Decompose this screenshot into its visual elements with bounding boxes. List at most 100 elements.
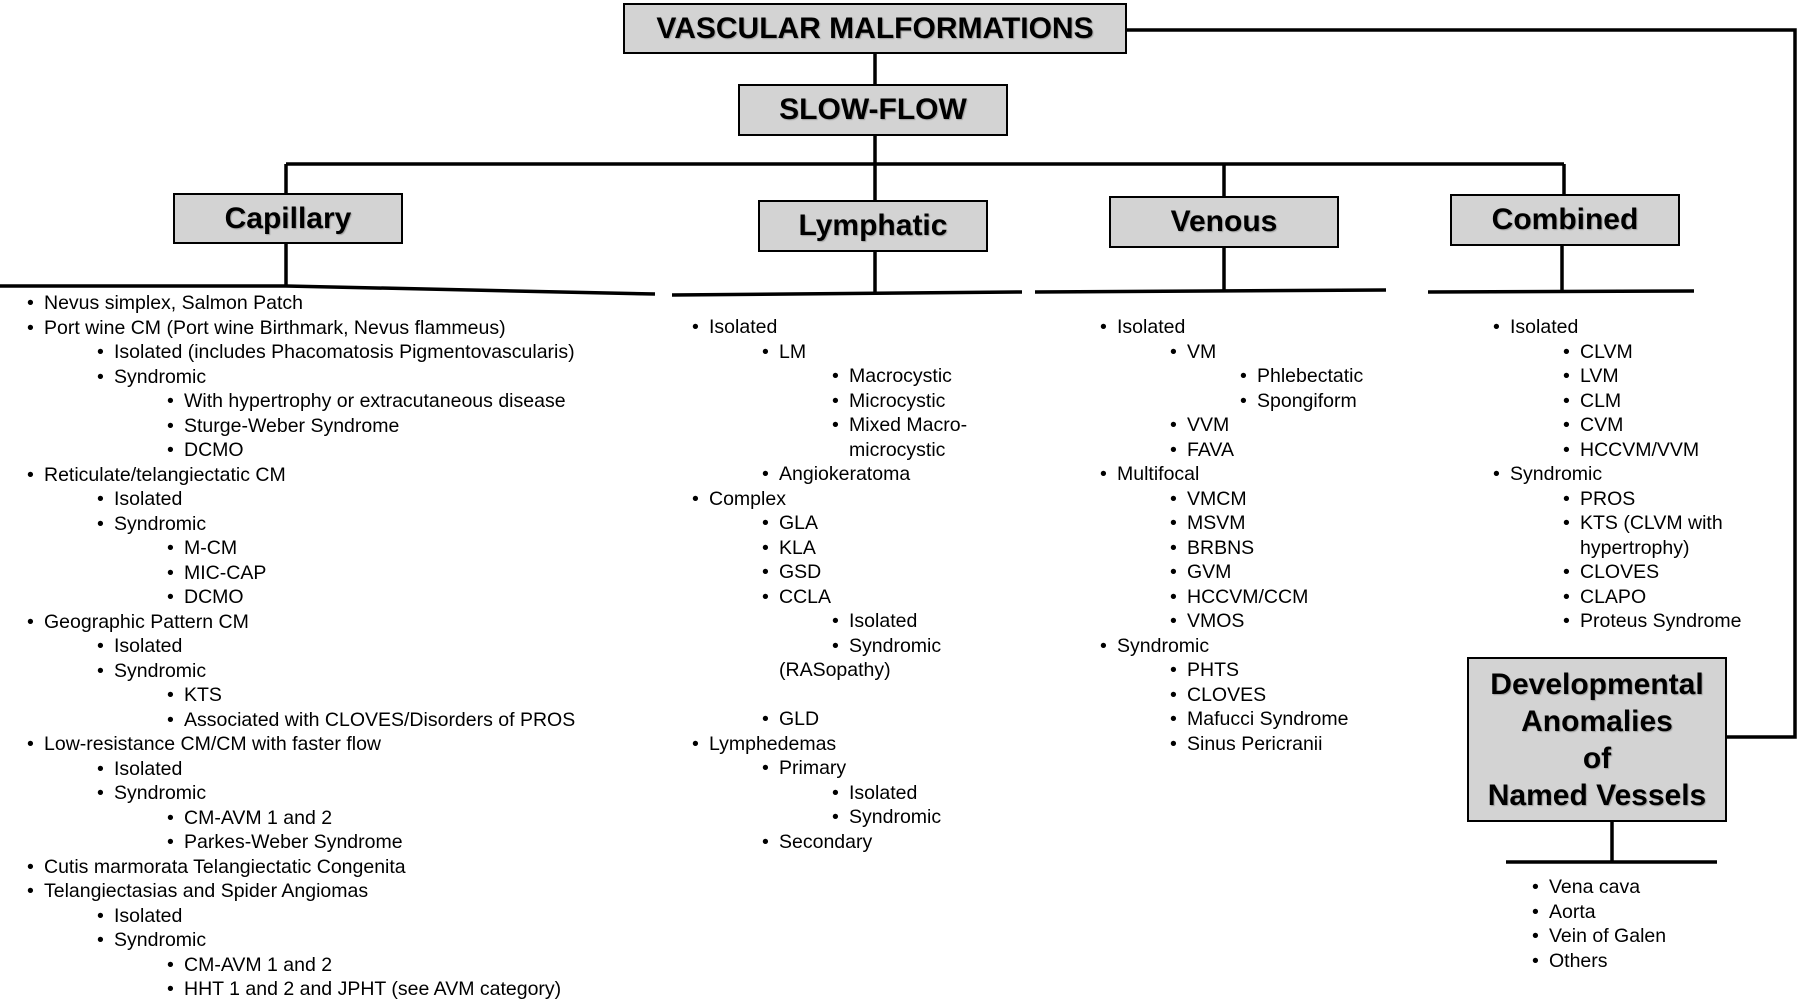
lymphatic-list-item: Isolated (709, 609, 967, 634)
lymphatic-list-item: GLA (709, 511, 967, 536)
capillary-list-item: Isolated (includes Phacomatosis Pigmento… (44, 340, 575, 365)
capillary-list-item: Syndromic (44, 365, 575, 390)
capillary-list-item: Syndromic (44, 928, 575, 953)
lymphatic-list-item: Isolated (692, 315, 967, 340)
venous-list-item: FAVA (1117, 438, 1363, 463)
lymphatic-list: IsolatedLMMacrocysticMicrocysticMixed Ma… (692, 315, 967, 855)
venous-list-item: MSVM (1117, 511, 1363, 536)
lymphatic-list-item: Lymphedemas (692, 732, 967, 757)
capillary-list-item: Port wine CM (Port wine Birthmark, Nevus… (27, 316, 575, 341)
venous-list: IsolatedVMPhlebectaticSpongiformVVMFAVAM… (1100, 315, 1363, 757)
capillary-list-item: DCMO (44, 585, 575, 610)
title-box: VASCULAR MALFORMATIONS (623, 3, 1127, 54)
lymphatic-box: Lymphatic (758, 200, 988, 252)
venous-list-item: Sinus Pericranii (1117, 732, 1363, 757)
capillary-list-item: Sturge-Weber Syndrome (44, 414, 575, 439)
venous-list-item: Multifocal (1100, 462, 1363, 487)
capillary-label: Capillary (224, 201, 352, 235)
lymphatic-list-item: Angiokeratoma (709, 462, 967, 487)
lymphatic-list-item (709, 683, 967, 708)
named-vessels-list-item: Aorta (1532, 900, 1666, 925)
lymphatic-list-item: Isolated (709, 781, 967, 806)
capillary-list-item: Low-resistance CM/CM with faster flow (27, 732, 575, 757)
lymphatic-list-item: GLD (709, 707, 967, 732)
lymphatic-label: Lymphatic (798, 209, 948, 242)
combined-list-item: CLAPO (1510, 585, 1742, 610)
lymphatic-list-item: Primary (709, 756, 967, 781)
bar-venous (1034, 288, 1387, 294)
lymphatic-list-item: Syndromic (709, 634, 967, 659)
venous-list-item: VVM (1117, 413, 1363, 438)
capillary-list-item: With hypertrophy or extracutaneous disea… (44, 389, 575, 414)
venous-label: Venous (1170, 205, 1278, 238)
named-vessels-list: Vena cavaAortaVein of GalenOthers (1532, 875, 1666, 974)
venous-list-item: VMOS (1117, 609, 1363, 634)
combined-list-item: CLOVES (1510, 560, 1742, 585)
combined-box: Combined (1450, 194, 1680, 246)
slow-flow-box: SLOW-FLOW (738, 84, 1008, 136)
dev-line-4: Named Vessels (1487, 778, 1707, 812)
lymphatic-list-item: CCLA (709, 585, 967, 610)
lymphatic-list-item: (RASopathy) (779, 659, 891, 681)
lymphatic-list-item: Complex (692, 487, 967, 512)
combined-list-item: Syndromic (1493, 462, 1742, 487)
capillary-list-item: MIC-CAP (44, 561, 575, 586)
venous-box: Venous (1109, 196, 1339, 248)
named-vessels-list-item: Vena cava (1532, 875, 1666, 900)
dev-line-1: Developmental (1490, 667, 1704, 701)
capillary-list-item: Telangiectasias and Spider Angiomas (27, 879, 575, 904)
combined-list-item: LVM (1510, 364, 1742, 389)
combined-list-item: Proteus Syndrome (1510, 609, 1742, 634)
combined-list-item: HCCVM/VVM (1510, 438, 1742, 463)
dev-line-2: Anomalies (1521, 704, 1673, 738)
capillary-list-item: Isolated (44, 487, 575, 512)
combined-list-item: CLM (1510, 389, 1742, 414)
capillary-list-item: Geographic Pattern CM (27, 610, 575, 635)
capillary-list-item: DCMO (44, 438, 575, 463)
lymphatic-list-item: microcystic (849, 438, 946, 461)
capillary-list-item: Syndromic (44, 512, 575, 537)
capillary-list-item: Cutis marmorata Telangiectatic Congenita (27, 855, 575, 880)
venous-list-item: Phlebectatic (1117, 364, 1363, 389)
venous-list-item: Spongiform (1117, 389, 1363, 414)
capillary-list-item: Isolated (44, 634, 575, 659)
capillary-list-item: CM-AVM 1 and 2 (44, 806, 575, 831)
combined-label: Combined (1491, 203, 1639, 236)
capillary-list-item: Isolated (44, 757, 575, 782)
combined-list: IsolatedCLVMLVMCLMCVMHCCVM/VVMSyndromicP… (1493, 315, 1742, 634)
venous-list-item: Syndromic (1100, 634, 1363, 659)
capillary-box: Capillary (173, 193, 403, 244)
lymphatic-list-item: GSD (709, 560, 967, 585)
venous-list-item: VMCM (1117, 487, 1363, 512)
connector-title-dev (1127, 28, 1797, 739)
venous-list-item: CLOVES (1117, 683, 1363, 708)
combined-list-item: KTS (CLVM with (1510, 511, 1742, 536)
capillary-list-item: Associated with CLOVES/Disorders of PROS (44, 708, 575, 733)
capillary-list-item: Reticulate/telangiectatic CM (27, 463, 575, 488)
lymphatic-list-item: LM (709, 340, 967, 365)
capillary-list-item: Syndromic (44, 781, 575, 806)
capillary-list-item: Nevus simplex, Salmon Patch (27, 291, 575, 316)
lymphatic-list-item: Macrocystic (709, 364, 967, 389)
page-title: VASCULAR MALFORMATIONS (656, 11, 1094, 45)
lymphatic-list-item: Syndromic (709, 805, 967, 830)
capillary-list-item: M-CM (44, 536, 575, 561)
combined-list-item: CLVM (1510, 340, 1742, 365)
lymphatic-list-item: Mixed Macro- (709, 413, 967, 438)
bar-combined (1427, 289, 1695, 294)
venous-list-item: PHTS (1117, 658, 1363, 683)
capillary-list-item: Syndromic (44, 659, 575, 684)
bar-lymphatic (671, 290, 1023, 297)
venous-list-item: HCCVM/CCM (1117, 585, 1363, 610)
capillary-list-item: KTS (44, 683, 575, 708)
lymphatic-list-item: Secondary (709, 830, 967, 855)
capillary-list-item: HHT 1 and 2 and JPHT (see AVM category) (44, 977, 575, 1002)
lymphatic-list-item: Microcystic (709, 389, 967, 414)
venous-list-item: Mafucci Syndrome (1117, 707, 1363, 732)
combined-list-item: PROS (1510, 487, 1742, 512)
capillary-list-item: Isolated (44, 904, 575, 929)
capillary-list-item: CM-AVM 1 and 2 (44, 953, 575, 978)
named-vessels-list-item: Others (1532, 949, 1666, 974)
named-vessels-list-item: Vein of Galen (1532, 924, 1666, 949)
venous-list-item: VM (1117, 340, 1363, 365)
